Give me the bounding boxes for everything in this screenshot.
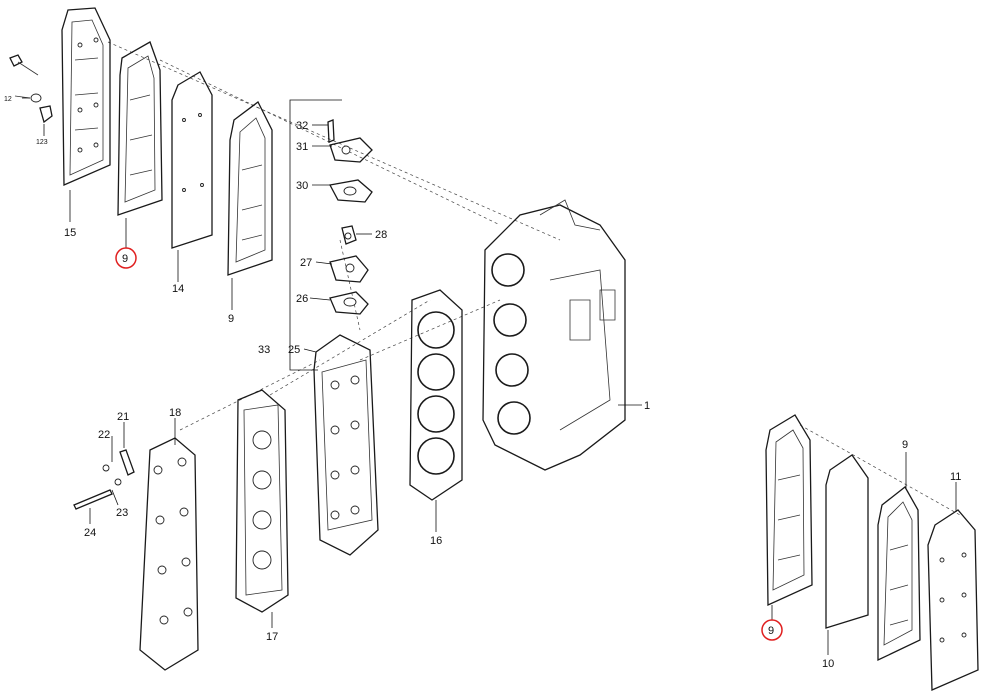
callout-26: 26 [296, 293, 308, 305]
exhaust-gasket-9-top[interactable] [117, 41, 163, 216]
callout-24: 24 [84, 527, 96, 539]
water-jacket-17[interactable] [235, 389, 289, 613]
callout-9-right-circled: 9 [768, 625, 774, 637]
cylinder-block-1[interactable] [482, 199, 626, 471]
alignment-lines [107, 41, 961, 516]
callout-32: 32 [296, 120, 308, 132]
callout-23: 23 [116, 507, 128, 519]
exhaust-cover-11[interactable] [927, 509, 979, 691]
callout-1: 1 [644, 400, 650, 412]
callout-15: 15 [64, 227, 76, 239]
bracket-group-33 [289, 99, 342, 371]
callout-25: 25 [288, 344, 300, 356]
callout-18: 18 [169, 407, 181, 419]
bracket-27[interactable] [329, 255, 369, 283]
callout-21: 21 [117, 411, 129, 423]
callout-28: 28 [375, 229, 387, 241]
divider-plate-10[interactable] [825, 454, 869, 629]
head-cover-18[interactable] [139, 437, 199, 671]
callout-14: 14 [172, 283, 184, 295]
callout-9-mid: 9 [228, 313, 234, 325]
bolt-assembly-12[interactable] [9, 54, 53, 124]
hardware-21-24[interactable] [73, 449, 135, 510]
exhaust-gasket-9-right-a[interactable] [765, 414, 813, 607]
callout-27: 27 [300, 257, 312, 269]
highlight-circle-right [761, 619, 783, 641]
callout-17: 17 [266, 631, 278, 643]
exhaust-gasket-9-mid[interactable] [227, 101, 273, 276]
callout-10: 10 [822, 658, 834, 670]
callout-22: 22 [98, 429, 110, 441]
callout-33: 33 [258, 344, 270, 356]
exhaust-cover-15[interactable] [61, 7, 111, 186]
callout-9-top-left: 9 [122, 253, 128, 265]
head-gasket-16[interactable] [409, 289, 463, 501]
callout-11: 11 [950, 471, 961, 483]
highlight-circle-left [115, 247, 137, 269]
intake-housing-25[interactable] [313, 334, 379, 556]
callout-30: 30 [296, 180, 308, 192]
fitting-28[interactable] [341, 225, 357, 245]
gasket-26[interactable] [329, 291, 369, 315]
exhaust-gasket-9-right-b[interactable] [877, 486, 921, 662]
callout-16: 16 [430, 535, 442, 547]
divider-plate-14[interactable] [171, 71, 213, 249]
gasket-30[interactable] [329, 179, 373, 203]
leader-lines [22, 97, 957, 655]
callout-123: 123 [36, 139, 48, 146]
callout-12: 12 [4, 96, 12, 103]
callout-31: 31 [296, 141, 308, 153]
clamp-32-31[interactable] [327, 119, 373, 163]
callout-9-right-top: 9 [902, 439, 908, 451]
